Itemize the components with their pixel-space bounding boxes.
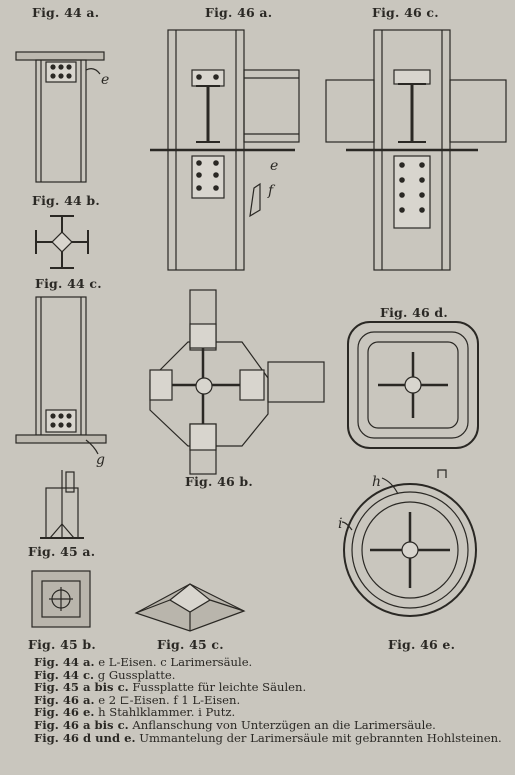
caption-text: Ummantelung der Larimersäule mit gebrann… [139,730,502,745]
caption-text: Anflanschung von Unterzügen an die Larim… [132,717,436,732]
letter-i-46e: i [338,516,342,532]
caption-text: h Stahlklammer. i Putz. [98,705,236,720]
caption-row: Fig. 46 e. h Stahlklammer. i Putz. [34,706,509,719]
figure-label-46b: Fig. 46 b. [185,474,253,489]
figure-label-45a: Fig. 45 a. [28,544,96,559]
figure-label-45b: Fig. 45 b. [28,637,96,652]
letter-g-44c: g [96,452,105,468]
caption-row: Fig. 46 d und e. Ummantelung der Larimer… [34,730,509,745]
caption-text: e L-Eisen. c Larimersäule. [98,655,253,669]
drawing-46a [150,29,300,271]
letter-e-46a: e [270,158,278,174]
drawing-46d [347,321,479,449]
figure-label-46c: Fig. 46 c. [372,5,439,20]
caption-row: Fig. 44 a. e L-Eisen. c Larimersäule. [34,656,509,669]
caption-row: Fig. 46 a bis c. Anflanschung von Unterz… [34,719,509,732]
drawing-46e [341,469,477,617]
caption-text: Fussplatte für leichte Säulen. [132,680,307,695]
drawing-44b [35,215,89,269]
drawing-44c [15,296,107,455]
caption-label: Fig. 45 a bis c. [34,680,129,695]
caption-row: Fig. 46 a. e 2 ⊏-Eisen. f 1 L-Eisen. [34,692,509,707]
figure-captions: Fig. 44 a. e L-Eisen. c Larimersäule. Fi… [34,656,509,744]
figure-label-46d: Fig. 46 d. [380,305,448,320]
letter-h-46e: h [372,474,381,490]
figure-label-45c: Fig. 45 c. [157,637,224,652]
drawing-45b [31,570,91,628]
figure-label-44b: Fig. 44 b. [32,193,100,208]
caption-label: Fig. 44 a. [34,655,95,669]
figure-label-44a: Fig. 44 a. [32,5,100,20]
letter-e-44a: e [101,72,109,88]
drawing-45c [134,583,246,632]
figure-label-46e: Fig. 46 e. [388,637,456,652]
caption-text: g Gussplatte. [97,667,176,682]
drawing-45a [40,470,84,539]
caption-row: Fig. 45 a bis c. Fussplatte für leichte … [34,681,509,694]
drawing-46b [149,289,325,475]
caption-label: Fig. 46 a bis c. [34,717,129,732]
caption-label: Fig. 46 d und e. [34,730,136,745]
letter-f-46a: f [267,183,276,199]
caption-row: Fig. 44 c. g Gussplatte. [34,667,509,682]
caption-label: Fig. 44 c. [34,667,95,682]
figure-label-46a: Fig. 46 a. [205,5,273,20]
drawing-46c [325,29,507,271]
caption-label: Fig. 46 a. [34,692,95,707]
caption-label: Fig. 46 e. [34,705,95,720]
figure-label-44c: Fig. 44 c. [35,276,102,291]
caption-text: e 2 ⊏-Eisen. f 1 L-Eisen. [98,692,241,707]
drawing-44a [15,51,105,183]
